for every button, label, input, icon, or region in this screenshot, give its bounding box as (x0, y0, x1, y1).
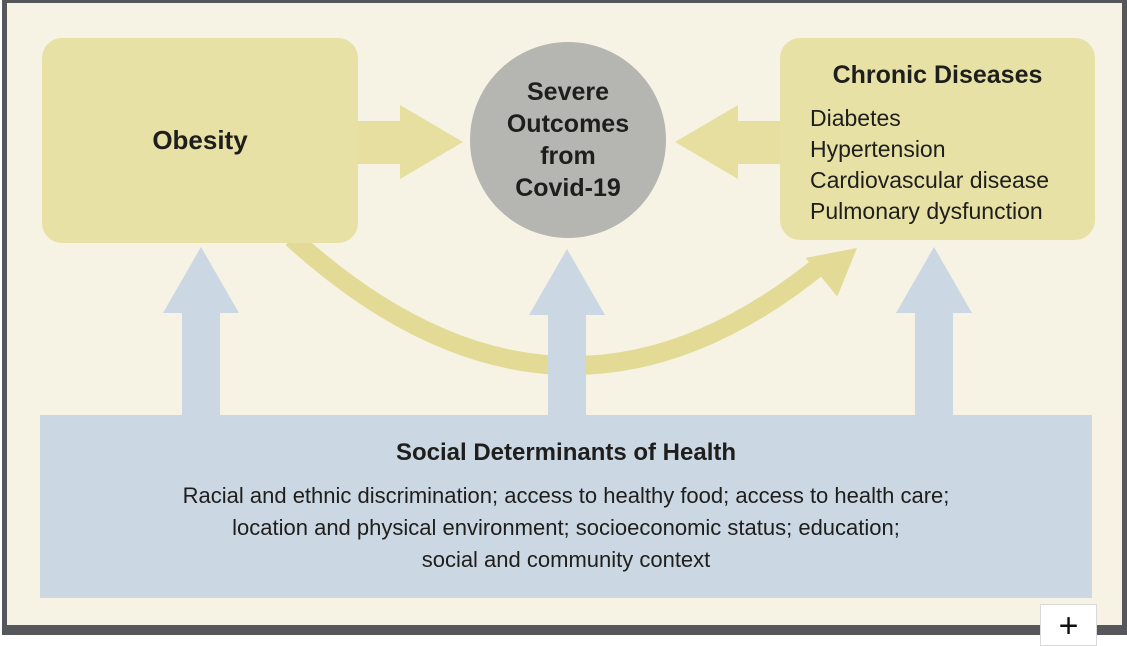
sdoh-to-obesity-arrow-icon (163, 247, 239, 417)
sdoh-line: social and community context (421, 547, 711, 572)
outcome-line: Severe (526, 78, 610, 106)
chronic-disease-item: Diabetes (810, 105, 901, 131)
sdoh-line: location and physical environment; socio… (232, 515, 900, 540)
chronic-to-outcomes-arrow-icon (675, 105, 780, 179)
sdoh-to-chronic-arrow-icon (896, 247, 972, 417)
chronic-diseases-title: Chronic Diseases (832, 61, 1043, 89)
obesity-label: Obesity (152, 125, 248, 155)
chronic-disease-item: Hypertension (810, 136, 946, 162)
zoom-in-button[interactable]: + (1040, 604, 1097, 646)
social-determinants-title: Social Determinants of Health (395, 439, 737, 466)
frame-border-top (2, 0, 1127, 3)
outcome-line: Covid-19 (515, 174, 621, 202)
frame-border-left (2, 0, 7, 635)
outcome-line: from (540, 142, 596, 170)
page-edge (0, 0, 2, 635)
sdoh-line: Racial and ethnic discrimination; access… (182, 483, 950, 508)
sdoh-to-outcomes-arrow-icon (529, 249, 605, 417)
chronic-disease-item: Pulmonary dysfunction (810, 198, 1043, 224)
outcome-line: Outcomes (506, 110, 630, 138)
social-determinants-box: Social Determinants of Health Racial and… (40, 415, 1092, 598)
chronic-diseases-box: Chronic Diseases Diabetes Hypertension C… (780, 38, 1095, 240)
frame-border-right (1122, 0, 1127, 635)
obesity-to-outcomes-arrow-icon (358, 105, 463, 179)
obesity-box: Obesity (42, 38, 358, 243)
plus-icon: + (1058, 607, 1079, 645)
social-determinants-body: Racial and ethnic discrimination; access… (40, 480, 1092, 576)
chronic-disease-item: Cardiovascular disease (810, 167, 1050, 193)
frame-border-bottom (2, 625, 1127, 635)
severe-outcomes-circle: Severe Outcomes from Covid-19 (470, 42, 666, 238)
chronic-diseases-list: Diabetes Hypertension Cardiovascular dis… (810, 103, 1095, 227)
